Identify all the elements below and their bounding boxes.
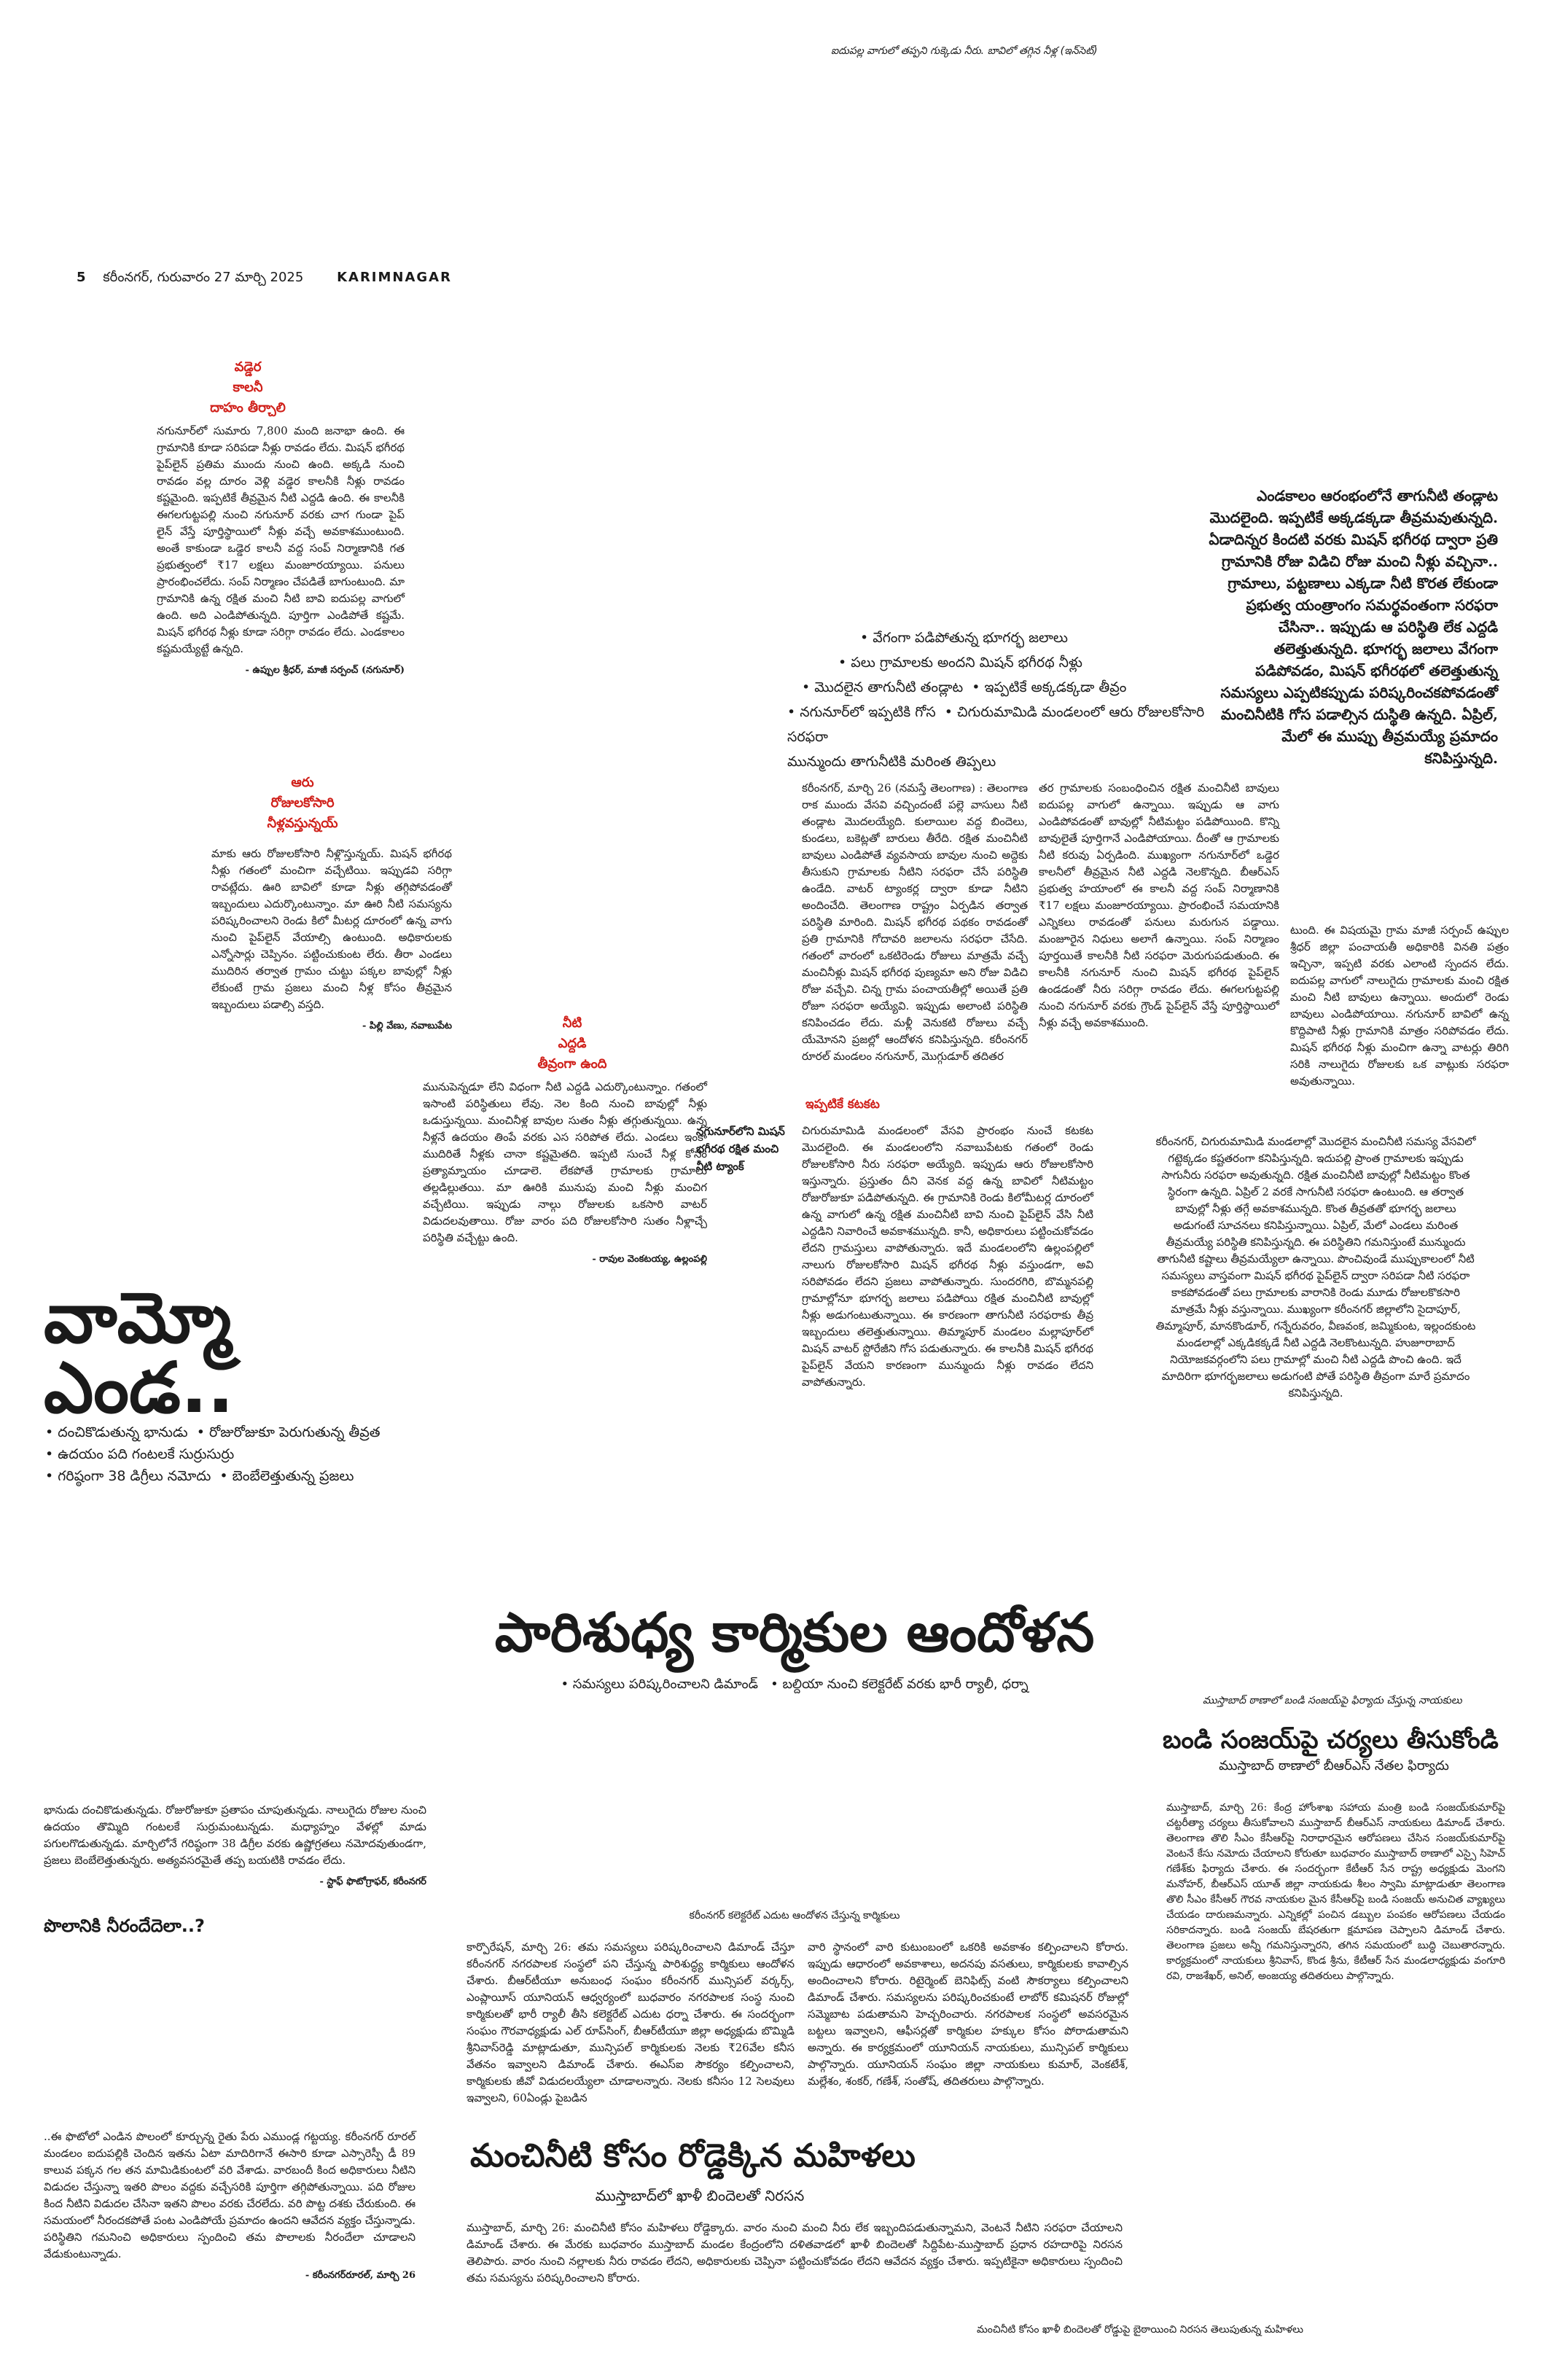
- mancineeti-subhead: ముస్తాబాద్‌లో ఖాళీ బిందెలతో నిరసన: [595, 2187, 805, 2204]
- parishudhya-column-2: వారి స్థానంలో వారి కుటుంబంలో ఒకరికి అవకా…: [808, 1940, 1128, 2088]
- story-column-b: తర గ్రామాలకు సంబంధించిన రక్షిత మంచినీటి …: [1039, 781, 1279, 1029]
- bandi-photo-caption: ముస్తాబాద్ ఠాణాలో బండి సంజయ్‌పై ఫిర్యాదు…: [1203, 1695, 1462, 1706]
- vamma-bullet: బెంబేలెత్తుతున్న ప్రజలు: [232, 1468, 354, 1484]
- page-number: 5: [77, 270, 86, 285]
- mancineeti-body: ముస్తాబాద్, మార్చి 26: మంచినీటి కోసం మహి…: [467, 2221, 1123, 2285]
- vamma-bullet: రోజురోజుకూ పెరుగుతున్న తీవ్రత: [208, 1424, 381, 1440]
- dateline: కరీంనగర్, గురువారం 27 మార్చి 2025: [103, 270, 304, 285]
- box3-title-line3: తీవ్రంగా ఉంది: [537, 1056, 607, 1072]
- parishudhya-sub2: బల్దియా నుంచి కలెక్టరేట్ వరకు భారీ ర్యాల…: [782, 1677, 1029, 1692]
- parishudhya-sub1: సమస్యలు పరిష్కరించాలని డిమాండ్: [572, 1677, 758, 1692]
- highlight-item: • మొదలైన తాగునీటి తండ్లాట • ఇప్పటికే అక్…: [802, 679, 1127, 695]
- bandi-headline: బండి సంజయ్‌పై చర్యలు తీసుకోండి: [1163, 1725, 1499, 1755]
- box2-text: మాకు ఆరు రోజులకోసారి నీళ్లొస్తున్నయ్. మి…: [211, 847, 452, 1011]
- box1-signature: - ఉప్పుల శ్రీధర్, మాజీ సర్పంచ్ (నగునూర్): [245, 665, 405, 676]
- parishudhya-subheads: • సమస్యలు పరిష్కరించాలని డిమాండ్ • బల్ది…: [561, 1677, 1029, 1692]
- polam-signature: - కరీంనగర్‌రూరల్, మార్చి 26: [305, 2270, 415, 2281]
- vamma-bullet: దంచికొడుతున్న భానుడు: [58, 1424, 188, 1440]
- vamma-bullet: ఉదయం పది గంటలకే సుర్రుసుర్రు: [58, 1446, 235, 1462]
- box1-body: నగునూర్‌లో సుమారు 7,800 మంది జనాభా ఉంది.…: [157, 423, 405, 679]
- box1-title-line2: కాలనీ: [233, 380, 263, 395]
- polam-text: ..ఈ ఫొటోలో ఎండిన పొలంలో కూర్చున్న రైతు ప…: [44, 2130, 415, 2260]
- column-c-heading: ఇప్పటికే కటకట: [805, 1097, 880, 1112]
- tank-photo-caption: నగునూర్‌లోని మిషన్ భగీరథ రక్షిత మంచి నీట…: [696, 1125, 785, 1173]
- box3-text: మునుపెన్నడూ లేని విధంగా నీటి ఎద్దడి ఎదుర…: [423, 1080, 707, 1244]
- box1-title: వడ్డెర కాలనీ దాహం తీర్చాలి: [160, 357, 335, 418]
- mancineeti-photo-caption: మంచినీటి కోసం ఖాళీ బిందెలతో రోడ్డుపై బైఠ…: [977, 2324, 1303, 2336]
- box3-title: నీటి ఎద్దడి తీవ్రంగా ఉంది: [488, 1013, 656, 1074]
- vamma-text: భానుడు దంచికొడుతున్నడు. రోజురోజుకూ ప్రతా…: [44, 1803, 426, 1867]
- bandi-body: ముస్తాబాద్, మార్చి 26: కేంద్ర హోంశాఖ సహా…: [1166, 1802, 1505, 1982]
- highlight-item: • పలు గ్రామాలకు అందని మిషన్ భగీరథ నీళ్లు: [838, 655, 1082, 671]
- box3-title-line1: నీటి: [562, 1015, 582, 1031]
- top-photo-caption: ఐదుపల్ల వాగులో తప్పని గుక్కెడు నీరు. బావ…: [831, 45, 1098, 57]
- story-intro: ఎండకాలం ఆరంభంలోనే తాగునీటి తండ్లాట మొదలై…: [1209, 487, 1498, 767]
- story-highlights: • వేగంగా పడిపోతున్న భూగర్భ జలాలు • పలు గ…: [787, 625, 1239, 774]
- parishudhya-column-1: కార్పొరేషన్, మార్చి 26: తమ సమస్యలు పరిష్…: [467, 1940, 795, 2104]
- story-column-a: కరీంనగర్, మార్చి 26 (నమస్తే తెలంగాణ) : త…: [802, 781, 1028, 1063]
- box2-title-line1: ఆరు: [291, 775, 314, 790]
- mancineeti-headline: మంచినీటి కోసం రోడ్డెక్కిన మహిళలు: [470, 2137, 916, 2174]
- box2-title-line3: నీళ్లవస్తున్నయ్: [267, 816, 338, 831]
- vamma-bullet: గరిష్ఠంగా 38 డిగ్రీలు నమోదు: [58, 1468, 211, 1484]
- vamma-headline: వామ్మో ఎండ..: [44, 1283, 234, 1423]
- box1-text: నగునూర్‌లో సుమారు 7,800 మంది జనాభా ఉంది.…: [157, 424, 405, 655]
- story-column-c: చిగురుమామిడి మండలంలో వేసవి ప్రారంభం నుంచ…: [802, 1124, 1093, 1389]
- highlight-item: • నగునూర్‌లో ఇప్పటికి గోస • చిగురుమామిడి…: [787, 704, 1205, 745]
- box1-title-line3: దాహం తీర్చాలి: [210, 400, 286, 415]
- story-column-d: టుంది. ఈ విషయమై గ్రామ మాజీ సర్పంచ్ ఉప్పు…: [1290, 924, 1509, 1088]
- vamma-body: భానుడు దంచికొడుతున్నడు. రోజురోజుకూ ప్రతా…: [44, 1802, 426, 1890]
- polam-body: ..ఈ ఫొటోలో ఎండిన పొలంలో కూర్చున్న రైతు ప…: [44, 2129, 415, 2284]
- vamma-headline-line1: వామ్మో: [44, 1277, 232, 1359]
- box2-body: మాకు ఆరు రోజులకోసారి నీళ్లొస్తున్నయ్. మి…: [211, 846, 452, 1034]
- edition-name: KARIMNAGAR: [337, 270, 452, 285]
- box3-body: మునుపెన్నడూ లేని విధంగా నీటి ఎద్దడి ఎదుర…: [423, 1079, 707, 1268]
- bandi-subhead: ముస్తాబాద్ ఠాణాలో బీఆర్ఎస్ నేతల ఫిర్యాదు: [1219, 1758, 1449, 1774]
- polam-headline: పొలానికి నీరందేదెలా..?: [44, 1916, 205, 1936]
- box1-title-line1: వడ్డెర: [234, 359, 262, 375]
- box3-title-line2: ఎద్దడి: [558, 1036, 587, 1051]
- page-header: 5 కరీంనగర్, గురువారం 27 మార్చి 2025 KARI…: [77, 270, 805, 288]
- vamma-bullets: • దంచికొడుతున్న భానుడు • రోజురోజుకూ పెరు…: [45, 1424, 381, 1484]
- vamma-headline-line2: ఎండ..: [44, 1347, 234, 1429]
- highlight-item: • వేగంగా పడిపోతున్న భూగర్భ జలాలు: [860, 630, 1068, 646]
- highlight-item: మున్ముందు తాగునీటికి మరింత తిప్పలు: [787, 754, 996, 770]
- box2-title: ఆరు రోజులకోసారి నీళ్లవస్తున్నయ్: [211, 773, 394, 834]
- vamma-signature: - స్టాఫ్ ఫొటోగ్రాఫర్, కరీంనగర్: [319, 1876, 427, 1887]
- story-column-e: కరీంనగర్, చిగురుమామిడి మండలాల్లో మొదలైన …: [1155, 1135, 1476, 1400]
- box3-signature: - రావుల వెంకటయ్య, ఉల్లంపల్లి: [592, 1254, 707, 1265]
- parishudhya-photo-caption: కరీంనగర్ కలెక్టరేట్ ఎదుట ఆందోళన చేస్తున్…: [689, 1910, 900, 1921]
- parishudhya-headline: పారిశుధ్య కార్మికుల ఆందోళన: [494, 1601, 1095, 1664]
- box2-signature: - పిల్లి వేణు, నవాబుపేట: [362, 1021, 452, 1031]
- box2-title-line2: రోజులకోసారి: [270, 795, 335, 811]
